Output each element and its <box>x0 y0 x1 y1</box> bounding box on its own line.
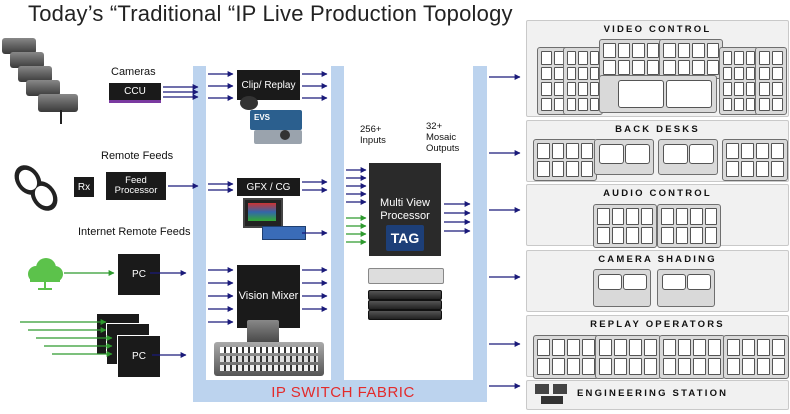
control-desk-icon <box>533 139 597 181</box>
evs-label: EVS <box>254 113 271 122</box>
diagram-title: Today’s “Traditional “IP Live Production… <box>28 1 513 26</box>
camera-icon <box>26 80 60 96</box>
control-desk-icon <box>593 269 651 307</box>
audio-control-panel: AUDIO CONTROL <box>526 184 789 248</box>
back-desks-title: BACK DESKS <box>615 124 700 135</box>
camera-icon <box>18 66 52 82</box>
internet-feeds-label: Internet Remote Feeds <box>78 226 191 238</box>
monitor-screen <box>618 80 664 108</box>
gfx-cg-label: GFX / CG <box>246 181 291 193</box>
clip-replay-box: Clip/ Replay <box>237 70 300 100</box>
back-desks-panel: BACK DESKS <box>526 120 789 182</box>
feed-processor-label: Feed Processor <box>114 174 158 196</box>
gfx-cg-box: GFX / CG <box>237 178 300 196</box>
camera-shading-title: CAMERA SHADING <box>598 254 717 265</box>
pc-label-2: PC <box>132 351 146 362</box>
control-desk-icon <box>594 139 654 175</box>
control-desk-icon <box>722 139 788 181</box>
control-desk-icon <box>599 75 717 113</box>
control-desk-icon <box>723 335 789 379</box>
control-desk-icon <box>659 335 725 379</box>
fabric-bottom-bar <box>193 380 487 402</box>
tag-logo: TAG <box>390 229 420 246</box>
vision-mixer-label: Vision Mixer <box>238 290 299 303</box>
fabric-left-bar <box>193 66 206 402</box>
mixer-panel-icon <box>214 342 324 376</box>
clip-replay-label: Clip/ Replay <box>241 79 296 91</box>
control-desk-icon <box>599 39 663 79</box>
camera-stack-icon <box>0 32 100 124</box>
camera-icon <box>10 52 44 68</box>
mixer-frame-icon <box>247 320 279 344</box>
multiview-processor-label: Multi View Processor <box>380 197 430 223</box>
video-control-title: VIDEO CONTROL <box>603 24 712 35</box>
engineering-station-panel: ENGINEERING STATION <box>526 380 789 410</box>
feed-processor-box: Feed Processor <box>106 172 166 200</box>
pc-box-1: PC <box>118 254 160 295</box>
control-desk-icon <box>563 47 603 115</box>
cloud-icon <box>24 256 66 292</box>
rx-box: Rx <box>74 177 94 197</box>
cameras-label: Cameras <box>111 66 156 78</box>
evs-controller-icon: EVS <box>240 96 304 148</box>
replay-operators-panel: REPLAY OPERATORS <box>526 315 789 379</box>
replay-operators-title: REPLAY OPERATORS <box>590 319 725 330</box>
fabric-label: IP SWITCH FABRIC <box>271 384 415 401</box>
control-desk-icon <box>657 204 721 248</box>
outputs-label: 32+ Mosaic Outputs <box>426 121 460 154</box>
vision-mixer-box: Vision Mixer <box>237 265 300 328</box>
control-desk-icon <box>659 39 723 79</box>
camera-icon <box>2 38 36 54</box>
pc-box-2: PC <box>117 335 161 378</box>
pc-label-1: PC <box>132 269 146 280</box>
audio-control-title: AUDIO CONTROL <box>603 188 712 199</box>
ccu-label: CCU <box>124 86 146 97</box>
camera-icon <box>38 94 78 112</box>
tripod-icon <box>60 110 62 124</box>
control-desk-icon <box>658 139 718 175</box>
satellite-dish-icon <box>8 160 63 215</box>
engineering-station-title: ENGINEERING STATION <box>577 388 729 399</box>
control-desk-icon <box>755 47 787 115</box>
server-icon <box>368 290 442 300</box>
server-icon <box>368 310 442 320</box>
control-desk-icon <box>657 269 715 307</box>
camera-shading-panel: CAMERA SHADING <box>526 250 789 312</box>
server-icon <box>368 300 442 310</box>
control-desk-icon <box>595 335 661 379</box>
video-control-panel: VIDEO CONTROL <box>526 20 789 117</box>
inputs-label: 256+ Inputs <box>360 124 386 146</box>
remote-feeds-label: Remote Feeds <box>101 150 174 162</box>
monitor-screen <box>666 80 712 108</box>
ccu-box: CCU <box>109 83 161 103</box>
disk-icon <box>240 96 258 110</box>
control-desk-icon <box>719 47 759 115</box>
control-desk-icon <box>533 335 599 379</box>
multiview-processor-box: Multi View Processor TAG <box>369 163 441 256</box>
workstation-icon <box>533 384 571 406</box>
control-desk-icon <box>593 204 657 248</box>
fabric-middle-bar <box>331 66 344 402</box>
server-stack-icon <box>368 268 444 320</box>
rx-label: Rx <box>77 181 91 193</box>
tag-logo-icon: TAG <box>386 225 424 251</box>
fabric-right-bar <box>473 66 487 402</box>
